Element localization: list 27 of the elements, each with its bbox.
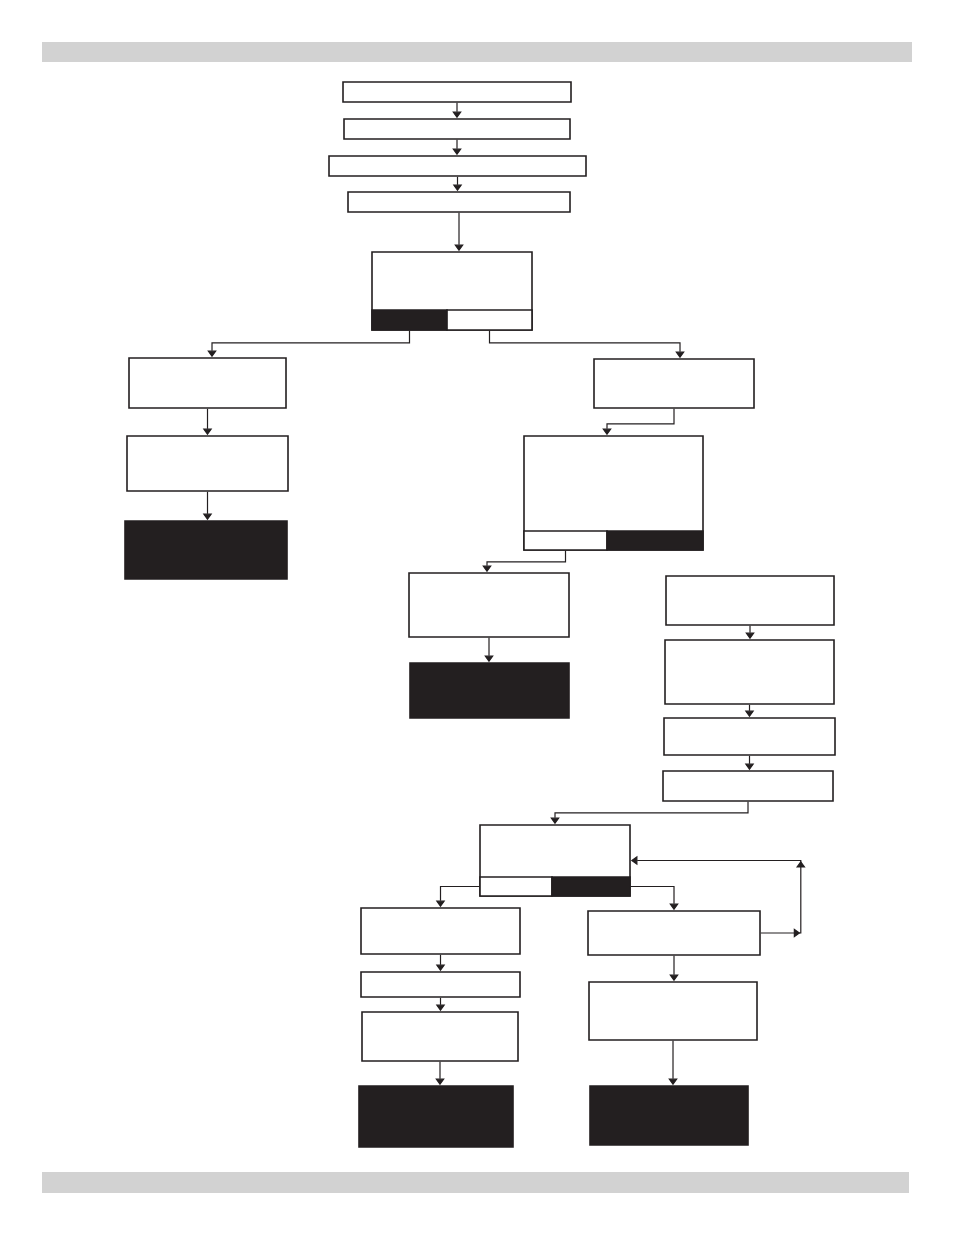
process-box bbox=[342, 81, 572, 103]
process-box bbox=[361, 1011, 519, 1062]
option-cell bbox=[371, 309, 448, 331]
process-box bbox=[360, 971, 521, 998]
process-box bbox=[593, 358, 755, 409]
process-box bbox=[408, 572, 570, 638]
process-box bbox=[663, 717, 836, 756]
filled-box bbox=[124, 520, 288, 580]
process-box bbox=[360, 907, 521, 955]
option-cell bbox=[446, 309, 533, 331]
option-cell bbox=[606, 530, 704, 551]
process-box bbox=[588, 981, 758, 1041]
filled-box bbox=[358, 1085, 514, 1148]
process-box bbox=[665, 575, 835, 626]
process-box bbox=[347, 191, 571, 213]
process-box bbox=[126, 435, 289, 492]
option-cell bbox=[523, 530, 608, 551]
process-box bbox=[328, 155, 587, 177]
option-cell bbox=[551, 876, 631, 897]
process-box bbox=[664, 639, 835, 705]
filled-box bbox=[589, 1085, 749, 1146]
process-box bbox=[587, 910, 761, 956]
option-cell bbox=[479, 876, 553, 897]
process-box bbox=[343, 118, 571, 140]
process-box bbox=[128, 357, 287, 409]
process-box bbox=[662, 770, 834, 802]
filled-box bbox=[409, 662, 570, 719]
